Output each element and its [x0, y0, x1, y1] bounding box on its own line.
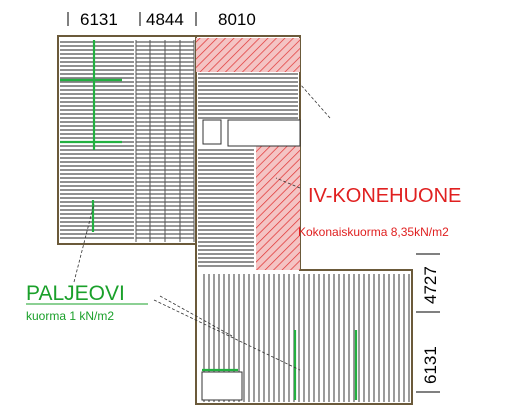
hatch-area-right	[256, 146, 300, 270]
joists-left-block	[60, 41, 134, 239]
right-dim-1: 4727	[421, 266, 440, 304]
openings	[201, 119, 301, 401]
top-dim-1: 6131	[80, 10, 118, 29]
leader-bellows-3	[153, 299, 301, 371]
machine-room-title: IV-KONEHUONE	[308, 185, 461, 207]
top-dimension-line	[67, 12, 197, 26]
opening-bottom-left	[201, 371, 243, 401]
right-dim-2: 6131	[421, 346, 440, 384]
bellows-markers	[60, 40, 358, 400]
outer-wall	[57, 35, 413, 405]
bellows-title: PALJEOVI	[26, 282, 125, 305]
leader-bellows-2	[159, 295, 233, 337]
top-dim-2: 4844	[146, 10, 184, 29]
joists-bottom-block	[203, 274, 410, 402]
top-dim-3: 8010	[218, 10, 256, 29]
bellows-load: kuorma 1 kN/m2	[26, 309, 114, 323]
leader-machine-room-1	[275, 177, 301, 189]
leader-lines	[73, 83, 331, 371]
right-dimension-line	[416, 253, 440, 393]
machine-room-load: Kokonaiskuorma 8,35kN/m2	[298, 225, 449, 239]
opening-small	[202, 119, 222, 145]
leader-bellows-1	[73, 203, 95, 283]
opening-upper-right	[227, 119, 301, 147]
leader-machine-room-2	[299, 83, 331, 119]
joists-middle-block	[135, 40, 195, 242]
machine-room-hatch	[196, 38, 300, 270]
joists-right-block	[198, 73, 298, 267]
hatch-area-top	[196, 38, 300, 72]
